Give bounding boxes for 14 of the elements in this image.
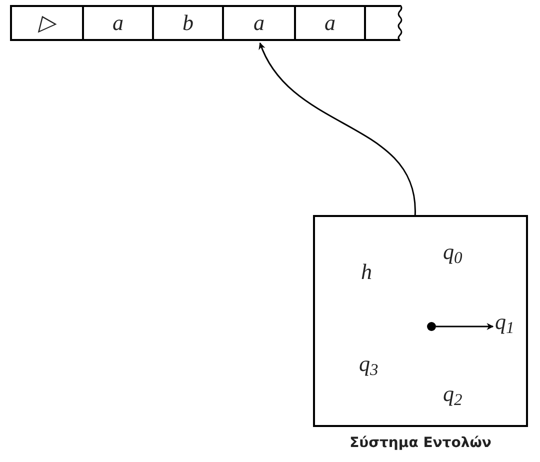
tape-cell: b (152, 5, 222, 41)
arrow (436, 323, 494, 330)
state-label: h (361, 261, 372, 283)
arrow (259, 42, 416, 216)
state-label: q$_{1}$ (495, 311, 514, 333)
state-label: q$_{3}$ (359, 353, 378, 375)
state-label: q$_{0}$ (443, 241, 462, 263)
tape-cell: a (82, 5, 152, 41)
tape-cell: a (222, 5, 294, 41)
tape-end-cell (364, 5, 400, 41)
tape-cell: ▷ (10, 5, 82, 41)
state-label: q$_{2}$ (443, 383, 462, 405)
box-heading: Σύστημα Εντολών (348, 434, 492, 453)
tape-cell: a (294, 5, 364, 41)
